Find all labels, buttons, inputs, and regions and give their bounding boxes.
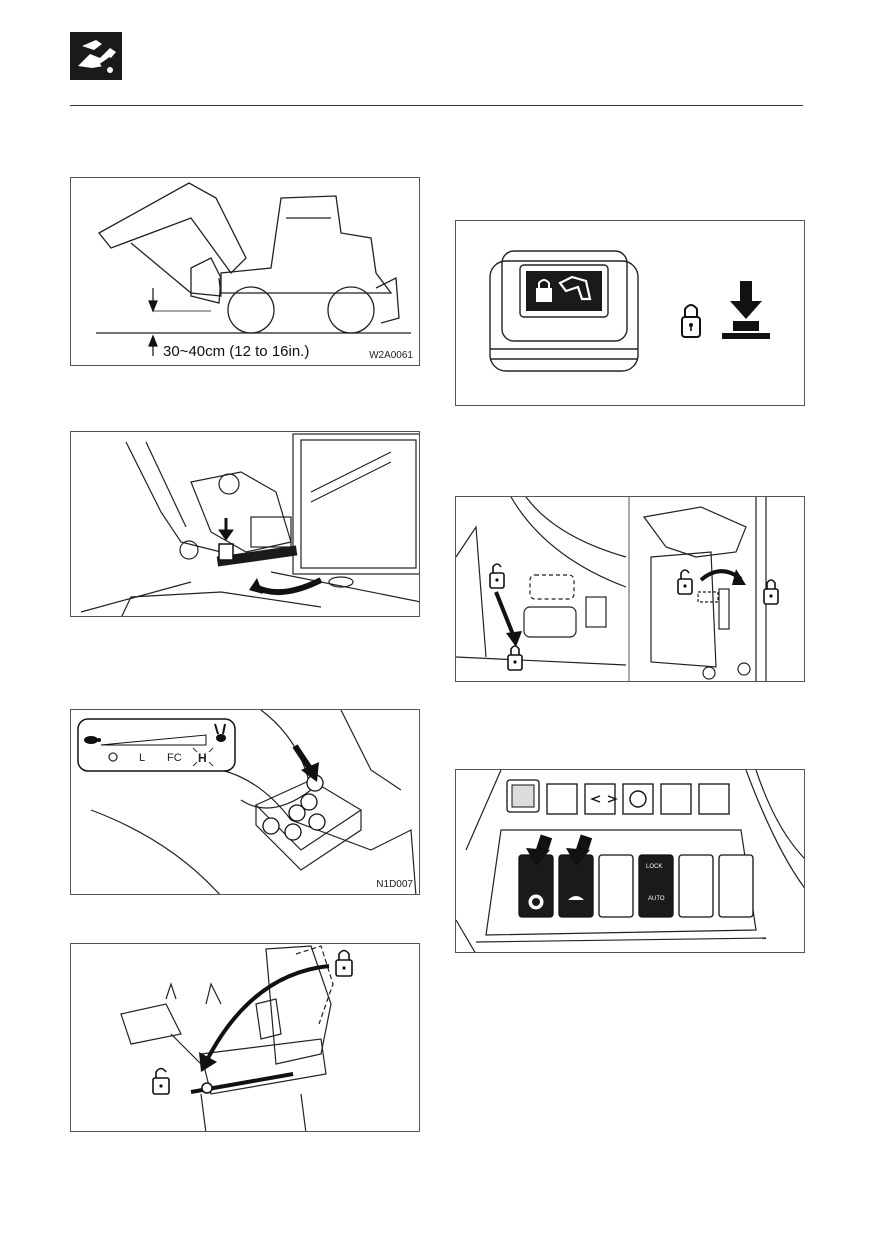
economy-mode-icon	[108, 752, 118, 762]
unlock-icon	[152, 1067, 170, 1095]
high-mode-glow-icon	[192, 747, 214, 767]
figure-lowered-bucket: 30~40cm (12 to 16in.) W2A0061	[70, 177, 420, 366]
switch-auto-label: AUTO	[648, 896, 665, 902]
header-rule	[70, 105, 803, 106]
clearance-measurement: 30~40cm (12 to 16in.)	[163, 343, 310, 360]
figure-work-lock-switch	[455, 220, 805, 406]
unlock-icon	[681, 304, 701, 338]
switch-lock-label: LOCK	[646, 864, 663, 870]
hand-wrench-icon	[70, 32, 122, 80]
turtle-icon	[84, 736, 101, 744]
rabbit-icon	[214, 723, 226, 742]
mode-label-h: H	[198, 751, 207, 765]
figure-console-levers	[455, 496, 805, 682]
figure-switch-panel: LOCK AUTO	[455, 769, 805, 953]
press-down-icon	[722, 281, 770, 339]
figure-code: N1D007	[376, 879, 413, 890]
unlock-icon	[677, 569, 693, 595]
lock-icon	[507, 645, 523, 671]
figure-speed-panel: L FC H N1D007	[70, 709, 420, 895]
lock-icon	[335, 949, 353, 977]
lock-icon	[763, 579, 779, 605]
mode-label-fc: FC	[167, 752, 182, 764]
unlock-icon	[489, 563, 505, 589]
figure-seat-lever	[70, 943, 420, 1132]
figure-boom-lock	[70, 431, 420, 617]
figure-code: W2A0061	[369, 350, 413, 361]
mode-label-l: L	[139, 752, 146, 764]
